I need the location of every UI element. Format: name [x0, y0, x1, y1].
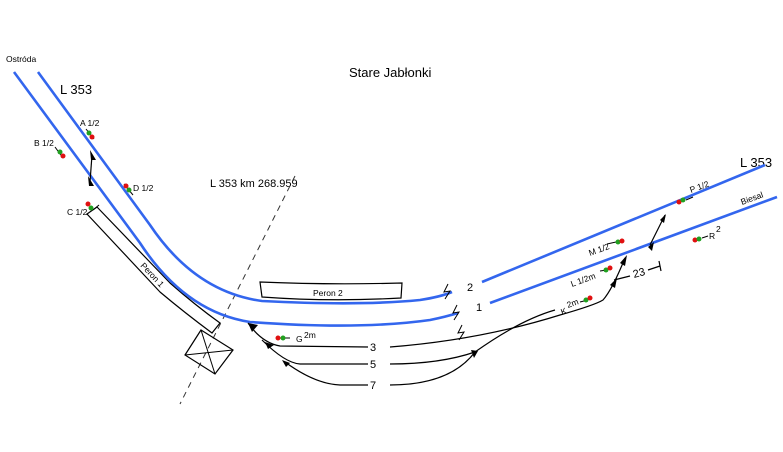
- signal-m-label: M 1/2: [587, 241, 611, 258]
- switch-markers: [248, 214, 666, 367]
- signal-r: R 2: [692, 224, 721, 243]
- track-3-label: 3: [370, 342, 376, 354]
- platform-2-label: Peron 2: [313, 288, 343, 298]
- km-marker-label: L 353 km 268.959: [210, 178, 298, 190]
- track-2-label: 2: [467, 282, 473, 294]
- track-23-stub: [613, 275, 631, 281]
- signal-d: D 1/2: [123, 183, 154, 196]
- switch-marker: [88, 176, 94, 186]
- track-2-east: [481, 163, 766, 284]
- signal-k-label: K: [559, 305, 568, 316]
- track-3-east: [389, 257, 626, 348]
- signal-c: C 1/2: [67, 201, 100, 217]
- line-label-west: L 353: [60, 82, 92, 97]
- signal-g-sup: 2m: [304, 330, 316, 340]
- track-7-label: 7: [370, 380, 376, 392]
- signal-a-label: A 1/2: [80, 118, 100, 128]
- signal-g-label: G: [296, 334, 303, 344]
- station-title: Stare Jabłonki: [349, 65, 431, 80]
- track-5-label: 5: [370, 359, 376, 371]
- buffer-stop-icon: [647, 260, 662, 272]
- track-2: [36, 71, 453, 305]
- signal-k: K 2m: [559, 295, 593, 317]
- signal-c-label: C 1/2: [67, 207, 88, 217]
- crossover-east: [649, 214, 666, 246]
- signal-g: G 2m: [275, 330, 316, 344]
- platform-2: [259, 281, 403, 301]
- signal-d-label: D 1/2: [133, 183, 154, 193]
- signal-p: P 1/2: [676, 179, 710, 205]
- signal-b: B 1/2: [34, 138, 66, 159]
- insulated-joint-marks: [443, 283, 466, 341]
- switch-marker: [90, 150, 96, 160]
- track-7-west: [284, 361, 368, 386]
- track-1-label: 1: [476, 302, 482, 314]
- signal-r-label: R: [709, 231, 715, 241]
- signal-l: L 1/2m: [569, 265, 613, 289]
- track-23-label: 23: [632, 266, 647, 281]
- track-1-east: [489, 195, 778, 305]
- signal-b-label: B 1/2: [34, 138, 54, 148]
- track-7-east: [389, 351, 476, 386]
- signal-k-sup: 2m: [565, 296, 580, 309]
- km-boundary-line: [179, 175, 296, 405]
- station-building: [184, 329, 234, 375]
- track-1: [12, 71, 459, 327]
- direction-west-label: Ostróda: [6, 54, 37, 64]
- signal-r-sup: 2: [716, 224, 721, 234]
- track-5-west: [261, 339, 368, 365]
- platform-1: [86, 206, 221, 334]
- signal-a: A 1/2: [80, 118, 100, 140]
